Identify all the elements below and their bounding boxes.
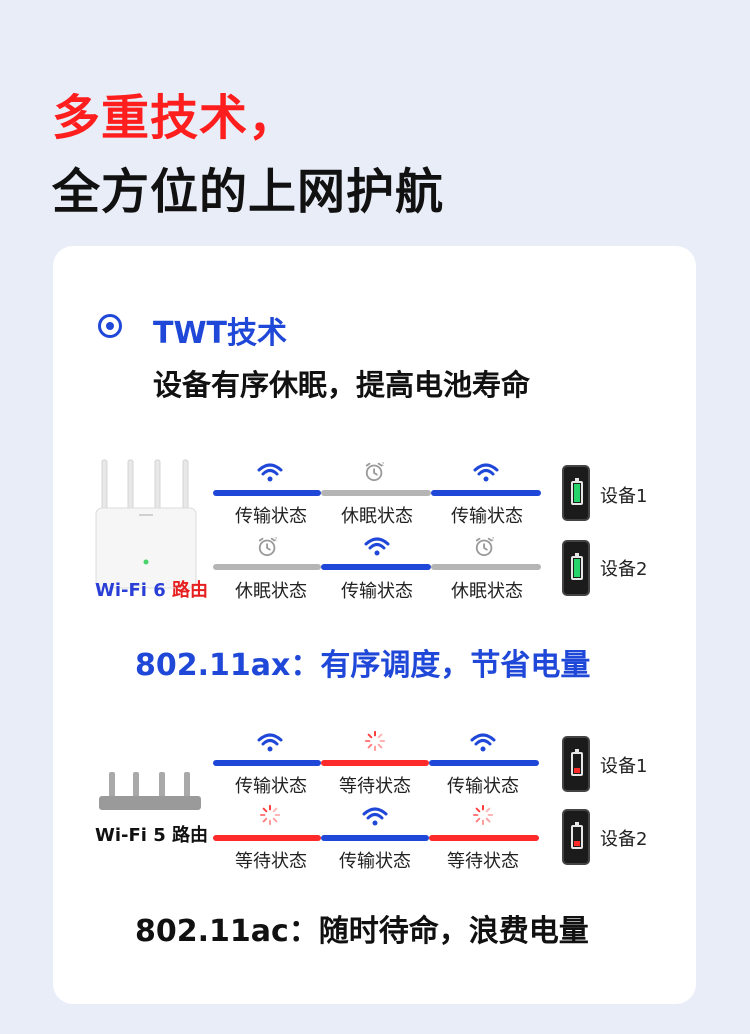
wifi6-dev2-seg1-line (213, 564, 321, 570)
wifi6-dev1-seg2-label: 休眠状态 (341, 506, 413, 527)
wifi5-dev2-seg1-label: 等待状态 (235, 851, 307, 872)
wifi-icon (470, 733, 496, 752)
wifi5-dev1-seg2-label: 等待状态 (339, 776, 411, 797)
radio-bullet-icon (98, 314, 122, 338)
wifi6-router-label: Wi-Fi 6 路由 (95, 576, 208, 602)
wifi5-dev1-seg2-line (321, 760, 429, 766)
alarm-clock-icon: z (475, 537, 494, 557)
wifi6-dev1-seg1-label: 传输状态 (235, 506, 307, 527)
wifi5-dev1-seg3-line (429, 760, 539, 766)
battery-full-icon (571, 478, 583, 505)
phone-device1-icon (562, 736, 590, 792)
loading-spinner-icon (472, 804, 494, 826)
wifi-icon (257, 733, 283, 752)
wifi5-dev1-seg1-line (213, 760, 321, 766)
wifi6-router-icon (95, 459, 197, 589)
battery-full-icon (571, 553, 583, 580)
section-subtitle: 设备有序休眠，提高电池寿命 (153, 368, 531, 402)
loading-spinner-icon (259, 804, 281, 826)
wifi-icon (473, 463, 499, 482)
section-title: TWT技术 (153, 316, 288, 351)
wifi6-dev2-seg3-line (431, 564, 541, 570)
wifi6-dev1-seg3-label: 传输状态 (451, 506, 523, 527)
wifi5-device1-label: 设备1 (600, 756, 648, 777)
wifi6-dev2-seg2-label: 传输状态 (341, 581, 413, 602)
wifi5-conclusion: 802.11ac：随时待命，浪费电量 (135, 914, 589, 949)
wifi5-dev2-seg2-line (321, 835, 429, 841)
wifi6-dev2-seg1-label: 休眠状态 (235, 581, 307, 602)
wifi6-dev1-seg2-line (321, 490, 431, 496)
headline-line1: 多重技术， (52, 90, 298, 146)
wifi5-router-label: Wi-Fi 5 路由 (95, 825, 209, 846)
headline-line2: 全方位的上网护航 (52, 164, 445, 220)
wifi6-device1-label: 设备1 (600, 486, 648, 507)
wifi-icon (364, 537, 390, 556)
wifi5-router-icon (99, 772, 201, 810)
feature-card: TWT技术 设备有序休眠，提高电池寿命 Wi-Fi 6 路由 z 传输状态 休眠… (53, 246, 696, 1004)
wifi5-device2-label: 设备2 (600, 829, 648, 850)
wifi5-dev2-seg3-line (429, 835, 539, 841)
wifi6-dev1-seg3-line (431, 490, 541, 496)
svg-text:z: z (381, 462, 384, 468)
wifi6-dev2-seg3-label: 休眠状态 (451, 581, 523, 602)
svg-text:z: z (491, 537, 494, 543)
wifi5-dev2-seg2-label: 传输状态 (339, 851, 411, 872)
phone-device1-icon (562, 465, 590, 521)
phone-device2-icon (562, 540, 590, 596)
alarm-clock-icon: z (365, 462, 384, 482)
alarm-clock-icon: z (258, 537, 277, 557)
wifi6-device2-label: 设备2 (600, 559, 648, 580)
wifi6-conclusion: 802.11ax：有序调度，节省电量 (135, 648, 591, 683)
wifi-icon (362, 807, 388, 826)
wifi5-dev1-seg3-label: 传输状态 (447, 776, 519, 797)
battery-low-icon (571, 749, 583, 776)
battery-low-icon (571, 822, 583, 849)
wifi5-dev1-seg1-label: 传输状态 (235, 776, 307, 797)
phone-device2-icon (562, 809, 590, 865)
wifi6-label-router: 路由 (165, 580, 209, 601)
wifi5-dev2-seg1-line (213, 835, 321, 841)
wifi6-dev2-seg2-line (321, 564, 431, 570)
svg-text:z: z (274, 537, 277, 543)
wifi6-dev1-seg1-line (213, 490, 321, 496)
loading-spinner-icon (364, 730, 386, 752)
wifi6-label-text: Wi-Fi 6 (95, 580, 166, 601)
wifi5-dev2-seg3-label: 等待状态 (447, 851, 519, 872)
wifi-icon (257, 463, 283, 482)
